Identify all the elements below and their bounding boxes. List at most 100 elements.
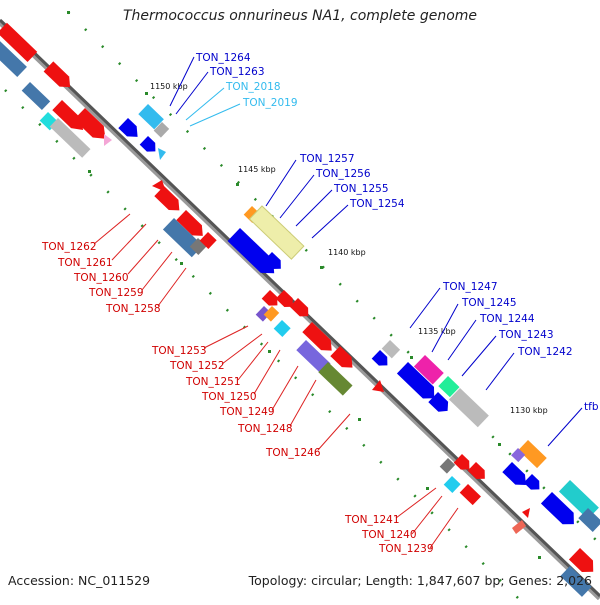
gene-arrow[interactable] bbox=[522, 508, 530, 518]
gene-label-TON_1261[interactable]: TON_1261 bbox=[57, 257, 113, 269]
gene-label-TON_1254[interactable]: TON_1254 bbox=[349, 198, 405, 210]
gene-block[interactable] bbox=[49, 118, 91, 158]
gene-block[interactable] bbox=[560, 566, 592, 597]
gene-arrow[interactable] bbox=[43, 61, 75, 92]
tick-mark bbox=[145, 92, 148, 95]
gene-arrow[interactable] bbox=[289, 298, 313, 321]
gene-block[interactable] bbox=[21, 82, 51, 111]
gene-cluster-1128 bbox=[439, 454, 599, 597]
gene-cluster-1133 bbox=[371, 340, 489, 428]
gene-block[interactable] bbox=[199, 232, 217, 249]
gene-block-TON_1245[interactable] bbox=[413, 355, 444, 385]
gene-arrow[interactable] bbox=[512, 520, 526, 534]
gene-arrow[interactable] bbox=[176, 210, 207, 241]
kbp-tick-lines bbox=[4, 11, 600, 601]
gene-cluster-top-left bbox=[0, 22, 112, 158]
gene-block-tfb[interactable] bbox=[518, 440, 547, 469]
gene-label-TON_1249[interactable]: TON_1249 bbox=[219, 406, 275, 418]
gene-arrow[interactable] bbox=[502, 462, 530, 490]
tick-mark bbox=[236, 183, 239, 186]
gene-arrow[interactable] bbox=[52, 100, 88, 135]
gene-arrow-TON_1255[interactable] bbox=[227, 228, 281, 280]
gene-arrow[interactable] bbox=[261, 290, 282, 310]
gene-label-TON_1264[interactable]: TON_1264 bbox=[195, 52, 251, 64]
gene-cluster-1130 bbox=[502, 440, 600, 532]
tick-mark bbox=[358, 418, 361, 421]
gene-arrow[interactable] bbox=[73, 108, 111, 144]
gene-arrow-TON_1246[interactable] bbox=[372, 380, 384, 392]
gene-arrow[interactable] bbox=[568, 548, 599, 578]
gene-label-tfb[interactable]: tfb bbox=[584, 401, 599, 413]
gene-block[interactable] bbox=[318, 362, 353, 396]
gene-block[interactable] bbox=[255, 306, 272, 322]
gene-label-TON_1257[interactable]: TON_1257 bbox=[299, 153, 355, 165]
gene-label-TON_1247[interactable]: TON_1247 bbox=[442, 281, 498, 293]
gene-block[interactable] bbox=[273, 320, 291, 337]
gene-arrow[interactable] bbox=[154, 186, 184, 215]
gene-arrow-TON_1254[interactable] bbox=[263, 252, 285, 273]
gene-label-TON_1243[interactable]: TON_1243 bbox=[498, 329, 554, 341]
gene-label-TON_1241[interactable]: TON_1241 bbox=[344, 514, 400, 526]
gene-block[interactable] bbox=[0, 22, 38, 62]
gene-arrow[interactable] bbox=[139, 136, 160, 156]
gene-label-TON_1246[interactable]: TON_1246 bbox=[265, 447, 321, 459]
tick-mark bbox=[88, 170, 91, 173]
gene-arrow[interactable] bbox=[275, 290, 297, 311]
gene-label-TON_1262[interactable]: TON_1262 bbox=[41, 241, 97, 253]
gene-block-TON_1247[interactable] bbox=[381, 340, 401, 359]
leader-TON_1258 bbox=[157, 267, 187, 307]
gene-block-TON_1263[interactable] bbox=[138, 104, 164, 130]
gene-block-TON_1244[interactable] bbox=[438, 376, 460, 398]
gene-label-TON_1255[interactable]: TON_1255 bbox=[333, 183, 389, 195]
gene-label-TON_1259[interactable]: TON_1259 bbox=[88, 287, 144, 299]
leader-TON_1257 bbox=[265, 159, 297, 207]
gene-block[interactable] bbox=[153, 121, 170, 138]
gene-arrow[interactable] bbox=[523, 474, 544, 494]
gene-label-TON_1248[interactable]: TON_1248 bbox=[237, 423, 293, 435]
gene-block[interactable] bbox=[443, 476, 461, 493]
gene-label-TON_1251[interactable]: TON_1251 bbox=[185, 376, 241, 388]
gene-block-TON_1256[interactable] bbox=[248, 205, 305, 260]
tick-mark bbox=[180, 262, 183, 265]
gene-block[interactable] bbox=[578, 508, 600, 532]
leader-lines-rna bbox=[185, 87, 241, 127]
gene-block[interactable] bbox=[263, 306, 280, 322]
gene-arrow[interactable] bbox=[371, 350, 392, 370]
gene-label-TON_1252[interactable]: TON_1252 bbox=[169, 360, 225, 372]
gene-arrow[interactable] bbox=[302, 322, 336, 356]
gene-label-TON_1244[interactable]: TON_1244 bbox=[479, 313, 535, 325]
gene-label-TON_1239[interactable]: TON_1239 bbox=[378, 543, 434, 555]
gene-arrow[interactable] bbox=[330, 346, 357, 373]
gene-label-TON_2018[interactable]: TON_2018 bbox=[225, 81, 281, 93]
gene-arrow[interactable] bbox=[467, 462, 489, 483]
gene-block[interactable] bbox=[511, 448, 526, 463]
gene-block[interactable] bbox=[459, 484, 481, 506]
gene-label-TON_1242[interactable]: TON_1242 bbox=[517, 346, 573, 358]
leader-TON_2019 bbox=[189, 103, 241, 127]
gene-label-TON_1250[interactable]: TON_1250 bbox=[201, 391, 257, 403]
map-title: Thermococcus onnurineus NA1, complete ge… bbox=[122, 8, 478, 24]
gene-label-TON_1263[interactable]: TON_1263 bbox=[209, 66, 265, 78]
gene-arrow[interactable] bbox=[396, 362, 440, 404]
gene-labels-rna: TON_2018 TON_2019 bbox=[225, 81, 298, 109]
gene-label-TON_1258[interactable]: TON_1258 bbox=[105, 303, 161, 315]
gene-block-TON_1243[interactable] bbox=[448, 388, 489, 428]
gene-label-TON_1240[interactable]: TON_1240 bbox=[361, 529, 417, 541]
gene-label-TON_1260[interactable]: TON_1260 bbox=[73, 272, 129, 284]
gene-arrow-TON_1264[interactable] bbox=[118, 118, 142, 142]
gene-arrow[interactable] bbox=[540, 492, 580, 530]
gene-arrow[interactable] bbox=[428, 392, 452, 416]
gene-block[interactable] bbox=[296, 340, 331, 374]
rna-gene-marker[interactable] bbox=[158, 148, 166, 160]
gene-cluster-1145 bbox=[152, 180, 217, 258]
leader-lines-forward bbox=[169, 56, 583, 447]
gene-label-TON_2019[interactable]: TON_2019 bbox=[242, 97, 298, 109]
gene-label-TON_1253[interactable]: TON_1253 bbox=[151, 345, 207, 357]
gene-block[interactable] bbox=[439, 458, 456, 474]
gene-label-TON_1256[interactable]: TON_1256 bbox=[315, 168, 371, 180]
gene-label-TON_1245[interactable]: TON_1245 bbox=[461, 297, 517, 309]
pink-gene-marker[interactable] bbox=[104, 134, 112, 146]
gene-arrow[interactable] bbox=[453, 454, 474, 474]
leader-TON_1255 bbox=[295, 189, 333, 227]
gene-block[interactable] bbox=[0, 28, 27, 78]
